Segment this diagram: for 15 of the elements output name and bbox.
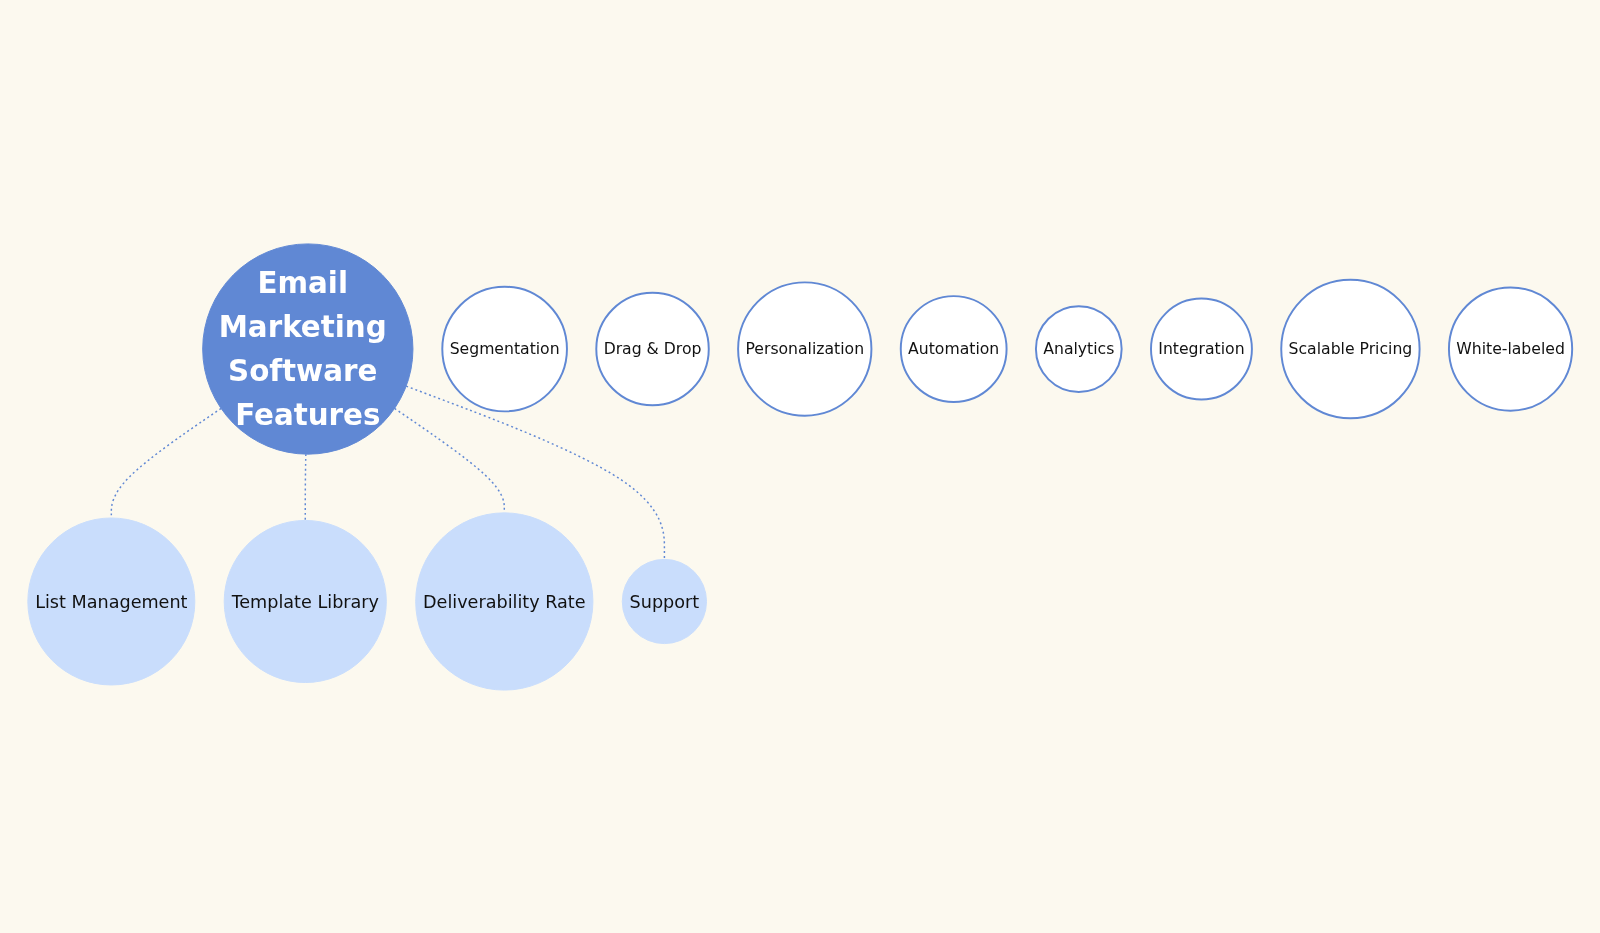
node-circle: Scalable Pricing: [1280, 278, 1421, 419]
connector: [304, 452, 307, 521]
node-circle: Integration: [1150, 297, 1253, 400]
node-circle: List Management: [27, 517, 196, 685]
connector: [405, 384, 666, 560]
node-circle: Template Library: [223, 519, 387, 683]
node-circle: Personalization: [737, 280, 873, 417]
node-circle: White-labeled: [1447, 285, 1574, 412]
node-circle: Drag & Drop: [595, 291, 710, 406]
node-circle: Analytics: [1034, 304, 1123, 393]
node-circle: Segmentation: [441, 285, 568, 412]
node-circle: Deliverability Rate: [415, 511, 594, 691]
node-circle: Support: [621, 558, 708, 644]
node-circle: Email Marketing Software Features: [202, 242, 414, 455]
node-circle: Automation: [899, 294, 1008, 403]
